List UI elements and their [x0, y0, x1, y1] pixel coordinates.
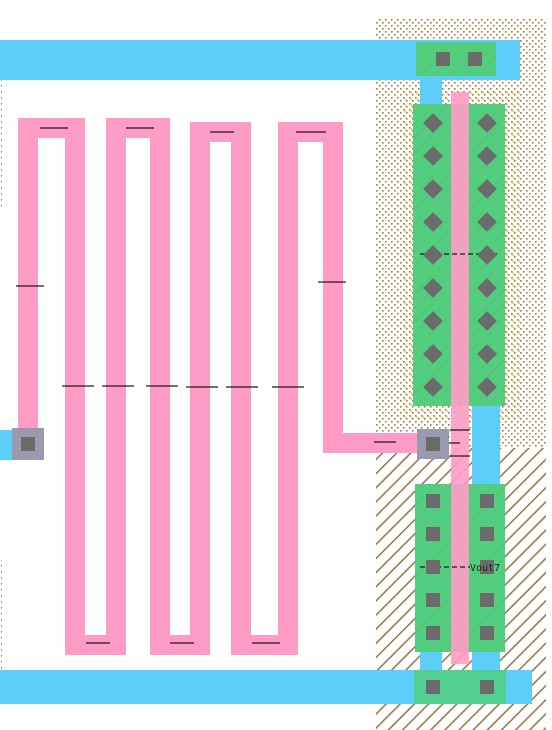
contact-icon [477, 278, 497, 298]
contact-icon [426, 593, 440, 607]
contact-icon [480, 593, 494, 607]
contact-icon [480, 560, 494, 574]
net-label-vout: Vout7 [470, 563, 500, 574]
contact-icon [480, 626, 494, 640]
contact-icon [477, 212, 497, 232]
contact-icon [426, 680, 440, 694]
contact-icon [426, 560, 440, 574]
contact-icon [423, 278, 443, 298]
contact-icon [423, 344, 443, 364]
contact-icon [468, 52, 482, 66]
resistor-markers [16, 127, 470, 644]
contact-icon [21, 437, 35, 451]
resistor-right-terminal [417, 429, 449, 459]
contact-icon [477, 245, 497, 265]
well-tap-contacts [436, 52, 482, 66]
resistor-left-terminal [12, 428, 44, 460]
gate-poly [451, 92, 469, 664]
contact-icon [477, 113, 497, 133]
contact-icon [423, 311, 443, 331]
contact-icon [477, 344, 497, 364]
contact-icon [480, 494, 494, 508]
substrate-tap-contacts [426, 680, 494, 694]
contact-icon [477, 377, 497, 397]
contact-icon [423, 212, 443, 232]
contact-icon [477, 146, 497, 166]
contact-icon [480, 680, 494, 694]
contact-icon [426, 437, 440, 451]
left-dot-column-top [0, 80, 2, 210]
contact-icon [426, 527, 440, 541]
contact-icon [477, 311, 497, 331]
contact-icon [436, 52, 450, 66]
pmos-contacts [423, 113, 497, 397]
left-dot-column-bottom [0, 560, 2, 700]
contact-icon [477, 179, 497, 199]
contact-icon [423, 179, 443, 199]
contact-icon [423, 113, 443, 133]
contact-icon [426, 626, 440, 640]
contact-icon [423, 146, 443, 166]
contact-icon [423, 245, 443, 265]
nmos-contacts [426, 494, 494, 640]
well-tap-hatch [416, 42, 496, 76]
contact-icon [423, 377, 443, 397]
contact-icon [426, 494, 440, 508]
contact-icon [480, 527, 494, 541]
